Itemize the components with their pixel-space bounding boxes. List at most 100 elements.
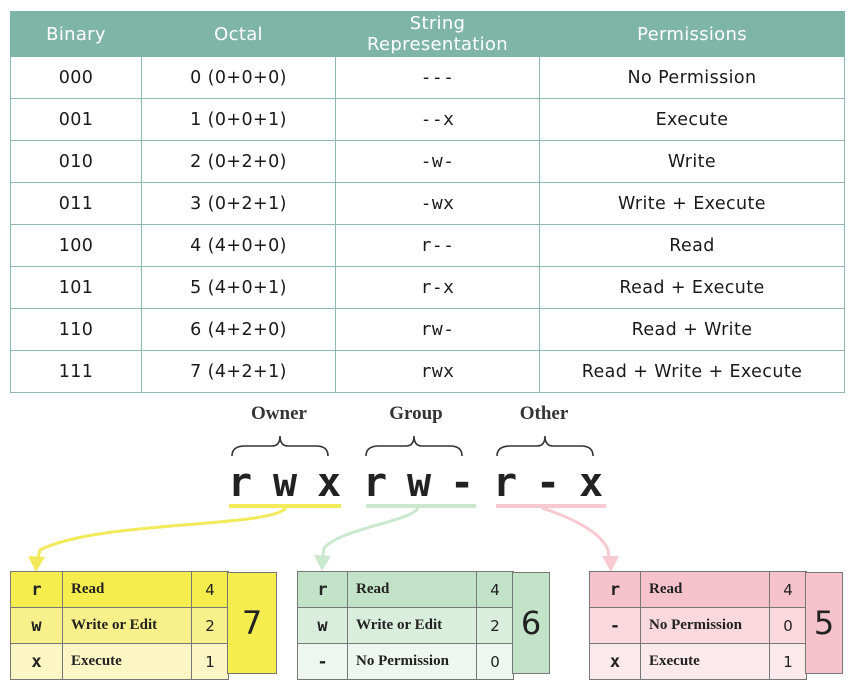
other-arrow: [541, 506, 612, 565]
owner-octal-total: 7: [227, 572, 277, 674]
cell-binary: 011: [10, 182, 142, 225]
group-label: Group: [389, 403, 443, 424]
rwx-char-6: -: [449, 460, 475, 506]
rwx-char-3: x: [316, 460, 342, 506]
cell-permission: Execute: [539, 98, 845, 141]
permission-symbol: w: [297, 607, 348, 644]
permission-value: 1: [769, 643, 807, 680]
cell-string: --x: [335, 98, 540, 141]
rwx-char-4: r: [362, 460, 388, 506]
header-binary: Binary: [10, 11, 142, 57]
cell-octal: 5 (4+0+1): [141, 266, 336, 309]
permission-description: Write or Edit: [62, 607, 192, 644]
permission-symbol: x: [589, 643, 641, 680]
cell-permission: Write: [539, 140, 845, 183]
permission-value: 1: [191, 643, 229, 680]
cell-permission: Read + Write: [539, 308, 845, 351]
rwx-char-8: -: [535, 460, 561, 506]
permission-symbol: w: [10, 607, 63, 644]
cell-permission: Read + Write + Execute: [539, 350, 845, 393]
permission-symbol: x: [10, 643, 63, 680]
cell-binary: 010: [10, 140, 142, 183]
permission-description: Read: [640, 571, 770, 608]
cell-permission: No Permission: [539, 56, 845, 99]
cell-octal: 4 (4+0+0): [141, 224, 336, 267]
other-arrowhead: [602, 556, 619, 572]
header-octal: Octal: [141, 11, 336, 57]
cell-string: r-x: [335, 266, 540, 309]
permission-value: 2: [191, 607, 229, 644]
group-octal-total: 6: [512, 572, 550, 674]
permission-description: No Permission: [347, 643, 477, 680]
owner-arrowhead: [28, 556, 45, 572]
permission-value: 4: [769, 571, 807, 608]
cell-binary: 110: [10, 308, 142, 351]
cell-octal: 3 (0+2+1): [141, 182, 336, 225]
permission-value: 4: [476, 571, 514, 608]
header-permissions: Permissions: [539, 11, 845, 57]
permission-description: No Permission: [640, 607, 770, 644]
owner-label: Owner: [251, 403, 307, 424]
cell-string: rwx: [335, 350, 540, 393]
cell-permission: Read: [539, 224, 845, 267]
rwx-char-9: x: [578, 460, 604, 506]
permission-symbol: -: [297, 643, 348, 680]
cell-string: -w-: [335, 140, 540, 183]
permission-symbol: -: [589, 607, 641, 644]
cell-octal: 0 (0+0+0): [141, 56, 336, 99]
permission-table: Binary Octal String Representation Permi…: [10, 11, 845, 393]
permission-symbol: r: [589, 571, 641, 608]
permission-description: Read: [62, 571, 192, 608]
group-arrowhead: [314, 555, 331, 571]
permission-value: 0: [476, 643, 514, 680]
group-arrow: [320, 506, 420, 565]
rwx-char-7: r: [492, 460, 518, 506]
header-string-representation: String Representation: [335, 11, 540, 57]
cell-string: rw-: [335, 308, 540, 351]
permission-description: Execute: [62, 643, 192, 680]
cell-octal: 1 (0+0+1): [141, 98, 336, 141]
cell-binary: 100: [10, 224, 142, 267]
cell-permission: Read + Execute: [539, 266, 845, 309]
permission-description: Execute: [640, 643, 770, 680]
permission-value: 2: [476, 607, 514, 644]
cell-string: r--: [335, 224, 540, 267]
cell-binary: 111: [10, 350, 142, 393]
cell-octal: 6 (4+2+0): [141, 308, 336, 351]
permission-description: Read: [347, 571, 477, 608]
permission-symbol: r: [10, 571, 63, 608]
cell-string: -wx: [335, 182, 540, 225]
permission-value: 4: [191, 571, 229, 608]
cell-octal: 7 (4+2+1): [141, 350, 336, 393]
rwx-char-5: w: [406, 460, 432, 506]
permission-value: 0: [769, 607, 807, 644]
cell-binary: 000: [10, 56, 142, 99]
owner-arrow: [34, 506, 288, 567]
owner-brace: [231, 435, 329, 457]
cell-string: ---: [335, 56, 540, 99]
other-brace: [496, 435, 594, 457]
cell-octal: 2 (0+2+0): [141, 140, 336, 183]
cell-permission: Write + Execute: [539, 182, 845, 225]
other-octal-total: 5: [805, 572, 843, 674]
permission-symbol: r: [297, 571, 348, 608]
rwx-char-1: r: [227, 460, 253, 506]
